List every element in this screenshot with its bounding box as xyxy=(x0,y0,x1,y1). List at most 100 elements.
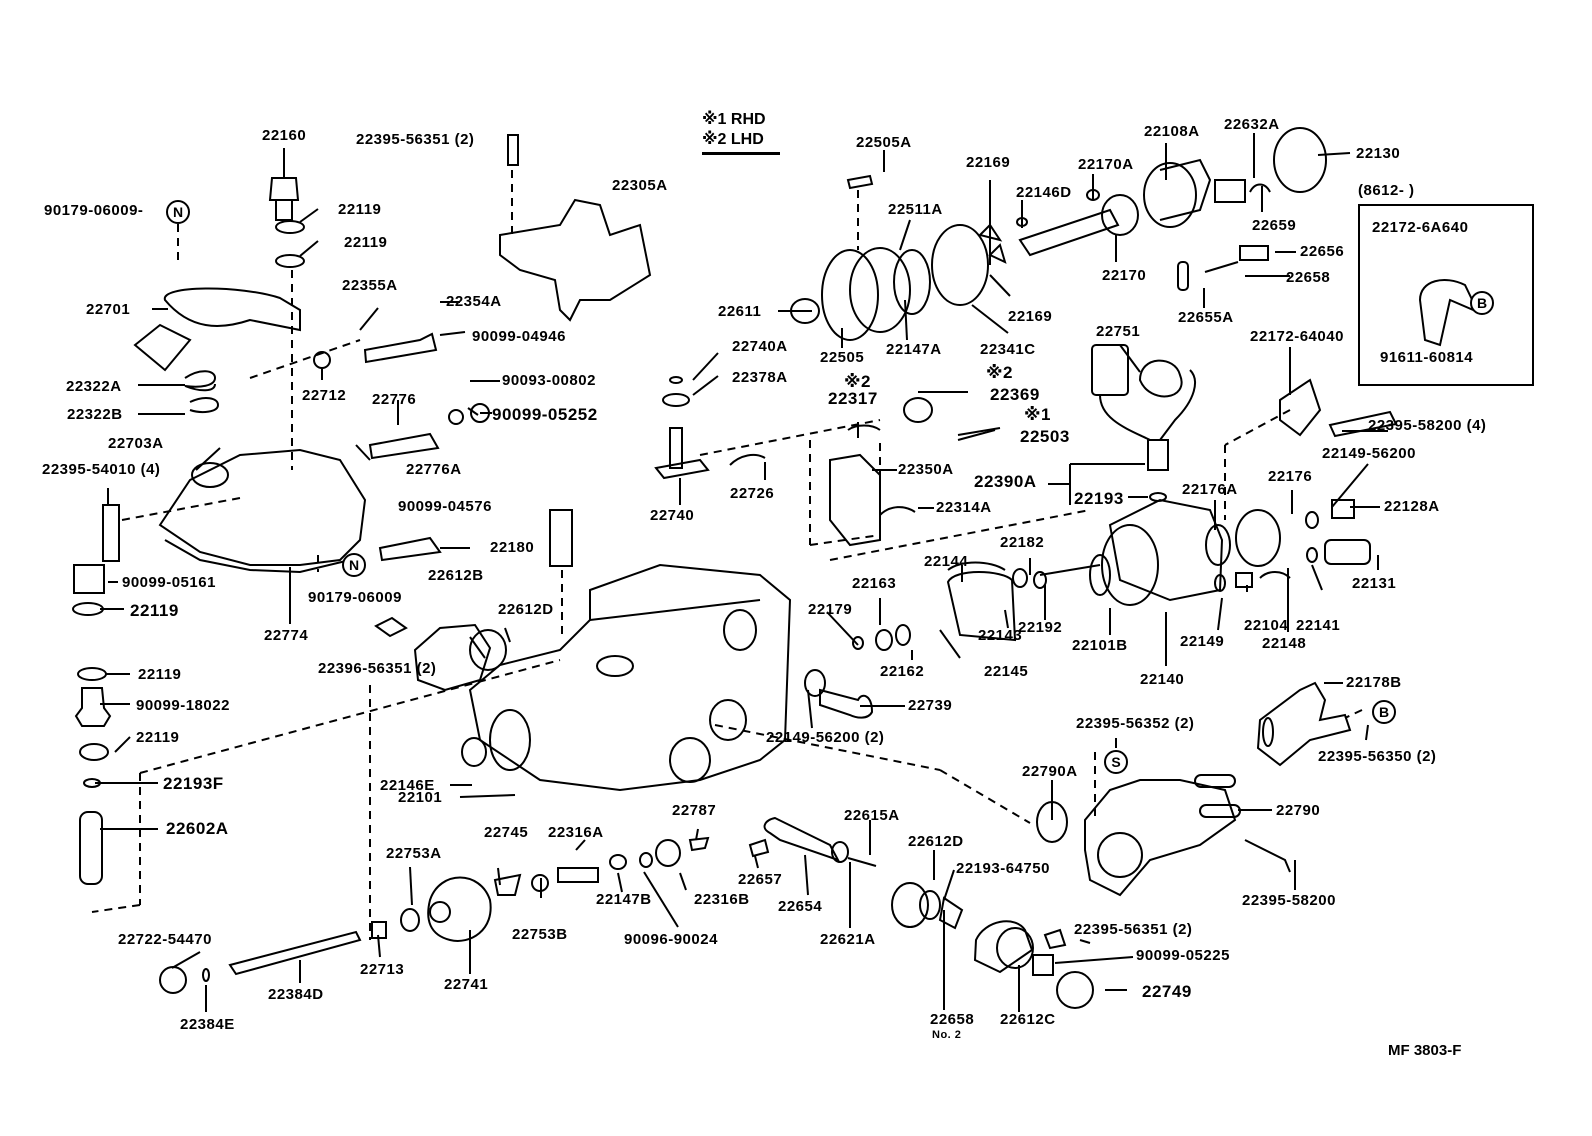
part-label[interactable]: 22659 xyxy=(1252,217,1297,234)
part-label[interactable]: 22305A xyxy=(612,177,668,194)
part-label[interactable]: 22751 xyxy=(1096,323,1141,340)
part-label[interactable]: 22712 xyxy=(302,387,347,404)
part-label[interactable]: 22745 xyxy=(484,824,529,841)
part-label[interactable]: 22146D xyxy=(1016,184,1072,201)
part-label[interactable]: 22776 xyxy=(372,391,417,408)
part-label[interactable]: 22749 xyxy=(1142,982,1192,1001)
part-label[interactable]: 22172-64040 xyxy=(1250,328,1344,345)
part-label[interactable]: 22119 xyxy=(344,234,388,251)
part-label[interactable]: 22390A xyxy=(974,472,1037,491)
part-label[interactable]: 22180 xyxy=(490,539,535,556)
part-label[interactable]: 90096-90024 xyxy=(624,931,718,948)
part-label[interactable]: 22658 xyxy=(1286,269,1331,286)
part-label[interactable]: 22505 xyxy=(820,349,865,366)
part-label[interactable]: 22162 xyxy=(880,663,925,680)
part-label[interactable]: 22170 xyxy=(1102,267,1147,284)
part-label[interactable]: 22316B xyxy=(694,891,750,908)
part-label[interactable]: 22148 xyxy=(1262,635,1307,652)
part-label[interactable]: 22654 xyxy=(778,898,823,915)
part-label[interactable]: 22395-56352 (2) xyxy=(1076,715,1195,732)
part-label[interactable]: 22193-64750 xyxy=(956,860,1050,877)
part-label[interactable]: 22657 xyxy=(738,871,783,888)
part-label[interactable]: 91611-60814 xyxy=(1380,349,1474,366)
part-label[interactable]: 22141 xyxy=(1296,617,1341,634)
part-label[interactable]: 22739 xyxy=(908,697,953,714)
part-label[interactable]: 22119 xyxy=(130,601,179,620)
part-label[interactable]: 22170A xyxy=(1078,156,1134,173)
part-label[interactable]: 22128A xyxy=(1384,498,1440,515)
part-label[interactable]: 22602A xyxy=(166,819,229,838)
part-label[interactable]: 22322B xyxy=(67,406,123,423)
part-label[interactable]: 22395-56351 (2) xyxy=(1074,921,1193,938)
part-label[interactable]: 90099-04946 xyxy=(472,328,566,345)
part-label[interactable]: 22503 xyxy=(1020,427,1070,446)
part-label[interactable]: 22395-54010 (4) xyxy=(42,461,161,478)
part-label[interactable]: 90099-04576 xyxy=(398,498,492,515)
part-label[interactable]: 22108A xyxy=(1144,123,1200,140)
part-label[interactable]: 22384D xyxy=(268,986,324,1003)
part-label[interactable]: 90099-05161 xyxy=(122,574,216,591)
part-label[interactable]: 90179-06009- xyxy=(44,202,144,219)
part-label[interactable]: 22101B xyxy=(1072,637,1128,654)
part-label[interactable]: 22790 xyxy=(1276,802,1321,819)
part-label[interactable]: 22314A xyxy=(936,499,992,516)
part-label[interactable]: 90093-00802 xyxy=(502,372,596,389)
part-label[interactable]: 22384E xyxy=(180,1016,235,1033)
part-label[interactable]: 22395-56351 (2) xyxy=(356,131,475,148)
part-label[interactable]: 22147B xyxy=(596,891,652,908)
part-label[interactable]: 22149-56200 (2) xyxy=(766,729,885,746)
part-label[interactable]: 22774 xyxy=(264,627,309,644)
part-label[interactable]: 22787 xyxy=(672,802,717,819)
part-label[interactable]: 22611 xyxy=(718,303,762,320)
part-label[interactable]: 22131 xyxy=(1352,575,1397,592)
part-label[interactable]: 22612D xyxy=(908,833,964,850)
part-label[interactable]: 22182 xyxy=(1000,534,1045,551)
part-label[interactable]: 22193 xyxy=(1074,489,1124,508)
part-label[interactable]: 90179-06009 xyxy=(308,589,402,606)
part-label[interactable]: 22612D xyxy=(498,601,554,618)
part-label[interactable]: 22169 xyxy=(966,154,1011,171)
part-label[interactable]: 22354A xyxy=(446,293,502,310)
part-label[interactable]: 22395-58200 xyxy=(1242,892,1336,909)
part-label[interactable]: 22192 xyxy=(1018,619,1063,636)
part-label[interactable]: 22178B xyxy=(1346,674,1402,691)
part-label[interactable]: 22101 xyxy=(398,789,443,806)
part-label[interactable]: 22701 xyxy=(86,301,131,318)
part-label[interactable]: 22119 xyxy=(138,666,182,683)
part-label[interactable]: 22149 xyxy=(1180,633,1225,650)
part-label[interactable]: 22776A xyxy=(406,461,462,478)
part-label[interactable]: 22656 xyxy=(1300,243,1345,260)
part-label[interactable]: 22741 xyxy=(444,976,489,993)
part-label[interactable]: 22612B xyxy=(428,567,484,584)
part-label[interactable]: 90099-18022 xyxy=(136,697,230,714)
part-label[interactable]: 22193F xyxy=(163,774,224,793)
part-label[interactable]: 22395-58200 (4) xyxy=(1368,417,1487,434)
part-label[interactable]: 22632A xyxy=(1224,116,1280,133)
part-label[interactable]: 22130 xyxy=(1356,145,1401,162)
part-label[interactable]: 22505A xyxy=(856,134,912,151)
part-label[interactable]: 22658 xyxy=(930,1011,975,1028)
part-label[interactable]: 22615A xyxy=(844,807,900,824)
part-label[interactable]: 22790A xyxy=(1022,763,1078,780)
part-label[interactable]: 22316A xyxy=(548,824,604,841)
part-label[interactable]: 22176 xyxy=(1268,468,1313,485)
part-label[interactable]: 22172-6A640 xyxy=(1372,219,1469,236)
part-label[interactable]: 22160 xyxy=(262,127,307,144)
part-label[interactable]: 22378A xyxy=(732,369,788,386)
part-label[interactable]: 22740A xyxy=(732,338,788,355)
part-label[interactable]: 22317 xyxy=(828,389,878,408)
part-label[interactable]: 22395-56350 (2) xyxy=(1318,748,1437,765)
part-label[interactable]: 22341C xyxy=(980,341,1036,358)
part-label[interactable]: 22104 xyxy=(1244,617,1289,634)
part-label[interactable]: 22143 xyxy=(978,627,1023,644)
part-label[interactable]: 22726 xyxy=(730,485,775,502)
part-label[interactable]: 22119 xyxy=(338,201,382,218)
part-label[interactable]: 22169 xyxy=(1008,308,1053,325)
part-label[interactable]: 22147A xyxy=(886,341,942,358)
part-label[interactable]: 22753B xyxy=(512,926,568,943)
part-label[interactable]: 22179 xyxy=(808,601,853,618)
part-label[interactable]: 22511A xyxy=(888,201,943,218)
part-label[interactable]: 22145 xyxy=(984,663,1029,680)
part-label[interactable]: 22149-56200 xyxy=(1322,445,1416,462)
part-label[interactable]: 22753A xyxy=(386,845,442,862)
